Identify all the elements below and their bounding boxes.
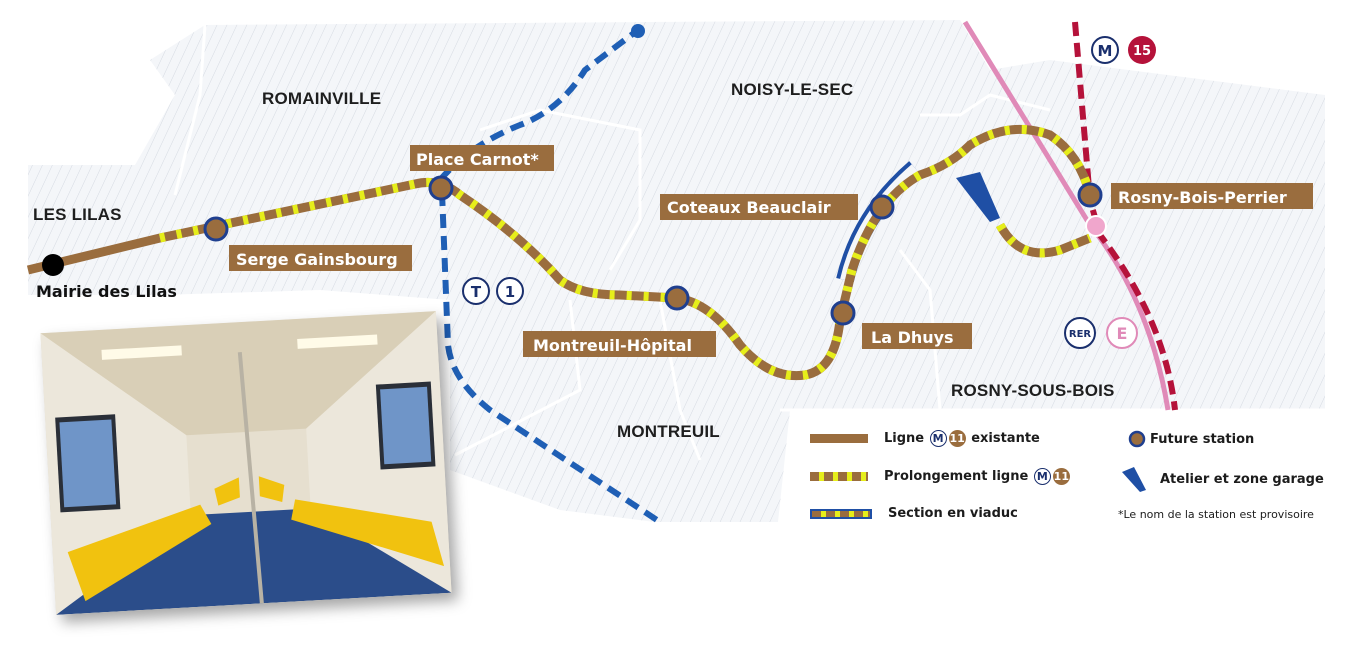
viaduct-swatch [810,508,872,519]
label-place-carnot: Place Carnot* [416,150,539,169]
label-la-dhuys: La Dhuys [871,328,954,347]
line-11-icon: 11 [948,430,966,447]
station-serge-gainsbourg [203,216,229,242]
rer-station-dot [1085,215,1107,237]
tram-t1-pictogram: T 1 [462,277,524,305]
label-mairie-des-lilas: Mairie des Lilas [36,282,177,301]
svg-text:15: 15 [1133,44,1151,59]
legend-depot: Atelier et zone garage [1120,464,1324,494]
label-rosny-bois-perrier: Rosny-Bois-Perrier [1118,188,1287,207]
svg-text:1: 1 [505,283,515,301]
future-stations [203,175,1103,326]
train-interior-photo [40,311,452,615]
line-11-prolongation [159,124,1095,381]
commune-noisy-le-sec: NOISY-LE-SEC [731,80,853,99]
label-serge-gainsbourg: Serge Gainsbourg [236,250,398,269]
commune-rosny-sous-bois: ROSNY-SOUS-BOIS [951,381,1115,400]
prolongation-swatch [810,472,868,481]
terminus-dot [42,254,64,276]
commune-montreuil: MONTREUIL [617,422,720,441]
line-11-icon: 11 [1052,468,1070,485]
station-la-dhuys [830,300,856,326]
label-montreuil-hopital: Montreuil-Hôpital [533,336,692,355]
depot-icon [956,172,1000,222]
svg-text:RER: RER [1069,329,1092,340]
legend-footnote: *Le nom de la station est provisoire [1118,508,1314,521]
station-place-carnot [428,175,454,201]
future-station-icon [1128,430,1146,448]
tram-station-dot [631,24,645,38]
station-rosny-bois-perrier [1077,182,1103,208]
depot-icon [1122,467,1146,492]
label-coteaux-beauclair: Coteaux Beauclair [667,198,831,217]
metro-15-pictogram: M 15 [1091,36,1156,64]
metro-m-icon: M [929,430,947,447]
rer-e-pictogram: RER E [1064,317,1138,349]
svg-text:T: T [471,283,482,301]
existing-line-swatch [810,434,868,443]
station-montreuil-hopital [664,285,690,311]
commune-romainville: ROMAINVILLE [262,89,381,108]
legend-existing-line: Ligne M 11 existante [810,430,1040,447]
legend-future-station: Future station [1128,430,1254,448]
legend-viaduct: Section en viaduc [810,506,1018,521]
map-legend: Ligne M 11 existante Prolongement ligne … [790,418,1330,528]
svg-text:M: M [1098,42,1113,60]
territory-area [28,20,1325,522]
svg-text:E: E [1117,324,1128,343]
commune-les-lilas: LES LILAS [33,205,122,224]
station-coteaux-beauclair [869,194,895,220]
metro-m-icon: M [1033,468,1051,485]
legend-prolongation: Prolongement ligne M 11 [810,468,1071,485]
